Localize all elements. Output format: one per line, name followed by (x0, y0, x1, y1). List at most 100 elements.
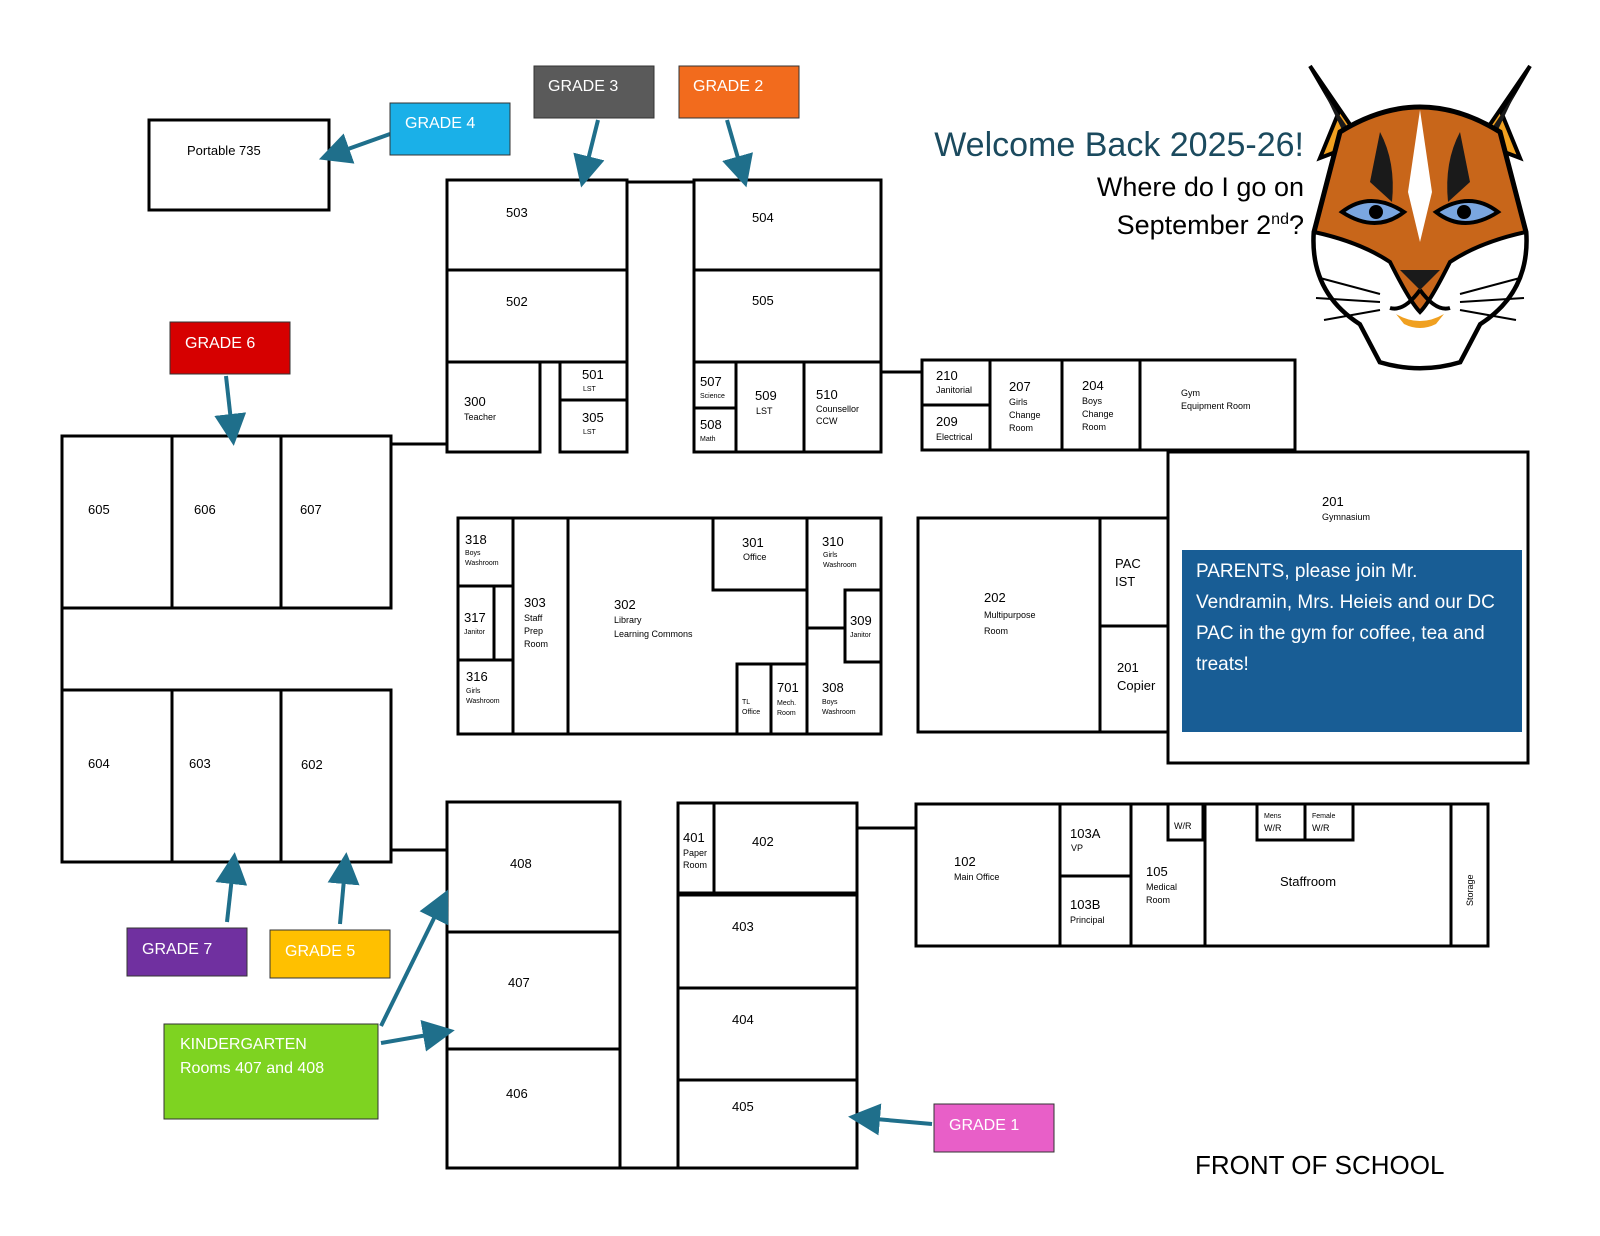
svg-text:316: 316 (466, 669, 488, 684)
where-line2-text: September 2 (1116, 210, 1272, 240)
svg-text:204: 204 (1082, 378, 1104, 393)
svg-text:IST: IST (1115, 574, 1135, 589)
svg-text:Storage: Storage (1465, 874, 1475, 906)
welcome-title: Welcome Back 2025-26! (934, 126, 1304, 164)
room-604: 604 (60, 688, 174, 864)
svg-text:308: 308 (822, 680, 844, 695)
svg-text:501: 501 (582, 367, 604, 382)
svg-text:209: 209 (936, 414, 958, 429)
grade-1-label: GRADE 1 (933, 1103, 1055, 1153)
front-of-school-label: FRONT OF SCHOOL (1195, 1150, 1445, 1180)
svg-text:Copier: Copier (1117, 678, 1156, 693)
svg-text:Room: Room (524, 639, 548, 649)
svg-text:W/R: W/R (1312, 823, 1330, 833)
svg-text:LST: LST (756, 406, 773, 416)
svg-text:303: 303 (524, 595, 546, 610)
svg-text:Girls: Girls (823, 552, 838, 559)
svg-text:Learning Commons: Learning Commons (614, 629, 693, 639)
svg-text:Mens: Mens (1264, 813, 1282, 820)
svg-text:Paper: Paper (683, 848, 707, 858)
corridor-walls (60, 180, 922, 1170)
room-406: 406 (445, 1047, 622, 1170)
svg-text:VP: VP (1071, 843, 1083, 853)
svg-text:408: 408 (510, 856, 532, 871)
svg-text:Medical: Medical (1146, 882, 1177, 892)
svg-text:Gym: Gym (1181, 388, 1200, 398)
svg-text:407: 407 (508, 975, 530, 990)
room-portable-735: Portable 735 (147, 118, 331, 212)
svg-text:310: 310 (822, 534, 844, 549)
svg-text:Counsellor: Counsellor (816, 404, 859, 414)
svg-text:Equipment Room: Equipment Room (1181, 401, 1251, 411)
svg-text:TL: TL (742, 699, 750, 706)
svg-text:602: 602 (301, 757, 323, 772)
svg-text:202: 202 (984, 590, 1006, 605)
grade-4-label: GRADE 4 (389, 102, 511, 156)
svg-text:317: 317 (464, 610, 486, 625)
svg-text:Mech.: Mech. (777, 700, 796, 707)
svg-text:LST: LST (583, 386, 597, 393)
room-405: 405 (676, 1078, 859, 1170)
svg-text:207: 207 (1009, 379, 1031, 394)
svg-text:W/R: W/R (1174, 821, 1192, 831)
svg-text:Girls: Girls (466, 688, 481, 695)
svg-text:404: 404 (732, 1012, 754, 1027)
svg-text:Girls: Girls (1009, 397, 1028, 407)
svg-text:504: 504 (752, 210, 774, 225)
room-607: 607 (279, 434, 393, 610)
svg-text:Electrical: Electrical (936, 432, 973, 442)
svg-text:201: 201 (1117, 660, 1139, 675)
parents-invitation-text: PARENTS, please join Mr. Vendramin, Mrs.… (1196, 561, 1495, 675)
svg-text:318: 318 (465, 532, 487, 547)
grade-7-label: GRADE 7 (126, 927, 248, 977)
svg-text:Main Office: Main Office (954, 872, 999, 882)
svg-text:401: 401 (683, 830, 705, 845)
room-504: 504 (692, 178, 883, 272)
room-tl-office: TL Office (735, 662, 773, 736)
grade-arrows (214, 119, 933, 1136)
room-404: 404 (676, 986, 859, 1082)
svg-text:Office: Office (742, 709, 760, 716)
svg-text:Room: Room (1009, 423, 1033, 433)
svg-text:Washroom: Washroom (823, 562, 857, 569)
where-question-line2: September 2nd? (1000, 210, 1304, 241)
where-line2-qmark: ? (1288, 210, 1304, 240)
svg-text:606: 606 (194, 502, 216, 517)
room-606: 606 (170, 434, 283, 610)
svg-text:505: 505 (752, 293, 774, 308)
svg-text:Janitorial: Janitorial (936, 385, 972, 395)
svg-text:605: 605 (88, 502, 110, 517)
svg-text:301: 301 (742, 535, 764, 550)
where-question-line1: Where do I go on (1096, 172, 1304, 202)
svg-text:PAC: PAC (1115, 556, 1141, 571)
room-pac-ist: PAC IST (1098, 516, 1170, 628)
svg-text:LST: LST (583, 429, 597, 436)
svg-text:508: 508 (700, 417, 722, 432)
svg-text:Change: Change (1009, 410, 1041, 420)
svg-text:603: 603 (189, 756, 211, 771)
svg-text:Gymnasium: Gymnasium (1322, 512, 1370, 522)
svg-text:Principal: Principal (1070, 915, 1105, 925)
svg-text:GRADE 2: GRADE 2 (693, 78, 763, 95)
svg-text:Staff: Staff (524, 613, 543, 623)
svg-text:GRADE 1: GRADE 1 (949, 1117, 1019, 1134)
svg-text:GRADE 3: GRADE 3 (548, 78, 618, 95)
